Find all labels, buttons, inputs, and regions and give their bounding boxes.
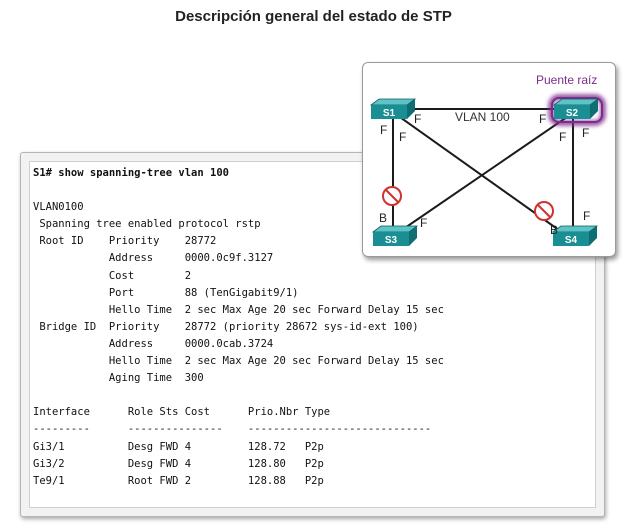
page-title: Descripción general del estado de STP	[175, 8, 452, 25]
switch-s4-label: S4	[565, 235, 578, 246]
console-line: Gi3/1 Desg FWD 4 128.72 P2p	[33, 440, 324, 453]
topology-svg: S1 S2 S3 S4	[369, 73, 606, 246]
switch-s2: S2	[552, 98, 600, 119]
root-bridge-label: Puente raíz	[536, 73, 597, 87]
switch-s2-label: S2	[566, 108, 579, 119]
console-line: Address 0000.0c9f.3127	[33, 252, 274, 265]
port-state-label: F	[420, 216, 427, 230]
port-state-label: F	[380, 123, 387, 137]
port-state-label: F	[583, 209, 590, 223]
switch-s4: S4	[551, 225, 599, 246]
port-state-label: F	[414, 112, 421, 126]
switch-s1-label: S1	[383, 108, 396, 119]
console-lines: VLAN0100 Spanning tree enabled protocol …	[33, 201, 444, 487]
console-command: S1# show spanning-tree vlan 100	[33, 167, 229, 179]
port-state-label: B	[379, 211, 387, 225]
link-s2-s3	[398, 116, 568, 233]
switch-s3-label: S3	[385, 235, 398, 246]
console-line: Te9/1 Root FWD 2 128.88 P2p	[33, 474, 324, 487]
console-line: Address 0000.0cab.3724	[33, 337, 274, 350]
console-line: Port 88 (TenGigabit9/1)	[33, 286, 299, 299]
port-state-label: F	[559, 130, 566, 144]
console-line: Interface Role Sts Cost Prio.Nbr Type	[33, 406, 331, 419]
port-state-label: F	[399, 130, 406, 144]
root-bridge-highlight	[548, 94, 606, 126]
console-line: Aging Time 300	[33, 372, 204, 385]
console-line: Cost 2	[33, 269, 192, 282]
console-line: VLAN0100	[33, 201, 84, 214]
blocked-port-icon	[382, 186, 402, 206]
blocked-port-icon	[534, 201, 554, 221]
console-line: Hello Time 2 sec Max Age 20 sec Forward …	[33, 303, 444, 316]
port-state-label: F	[582, 126, 589, 140]
console-line: Bridge ID Priority 28772 (priority 28672…	[33, 320, 419, 333]
console-text: S1# show spanning-tree vlan 100 VLAN0100…	[33, 165, 444, 490]
console-line: Gi3/2 Desg FWD 4 128.80 P2p	[33, 457, 324, 470]
topology-diagram: S1 S2 S3 S4	[362, 62, 616, 257]
port-state-label: F	[539, 112, 546, 126]
console-line: Hello Time 2 sec Max Age 20 sec Forward …	[33, 355, 444, 368]
console-line: Root ID Priority 28772	[33, 235, 217, 248]
console-line: --------- --------------- --------------…	[33, 423, 432, 436]
port-state-label: B	[550, 223, 558, 237]
vlan-label: VLAN 100	[455, 110, 510, 124]
switch-s3: S3	[371, 225, 419, 246]
switch-s1: S1	[369, 98, 417, 119]
console-line: Spanning tree enabled protocol rstp	[33, 218, 261, 231]
